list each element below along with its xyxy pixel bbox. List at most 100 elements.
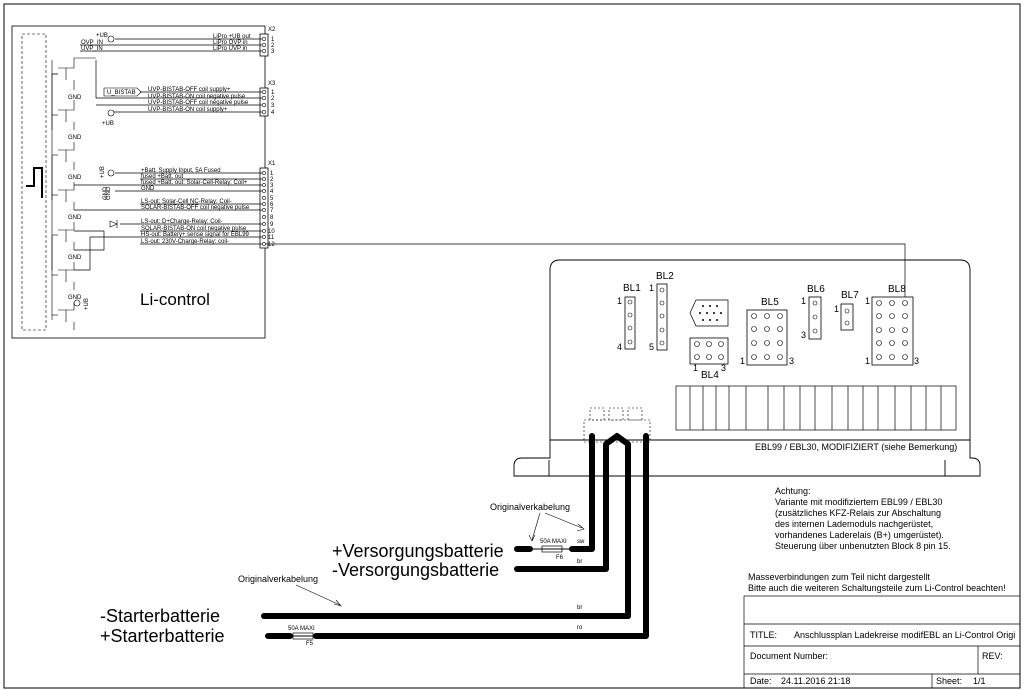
x1-pin-num: 6 — [270, 202, 274, 208]
ebl-caption: EBL99 / EBL30, MODIFIZIERT (siehe Bemerk… — [755, 442, 957, 452]
note-line-1: Achtung: — [775, 486, 811, 496]
fuse-f6-rating: 50A MAXI — [540, 539, 567, 545]
x3-ub-terminal — [107, 109, 115, 117]
x2-pins — [80, 36, 267, 54]
x2-signal-ovp: OVP_IN — [81, 40, 103, 46]
bl8-first: 1 — [865, 296, 870, 306]
licontrol-dashed-heatsink — [21, 33, 47, 331]
bl4-pins — [694, 341, 724, 360]
ebl-unit: EBL99 / EBL30, MODIFIZIERT (siehe Bemerk… — [513, 259, 981, 477]
sense-wire-to-bl8 — [266, 243, 906, 300]
x1-pin6-text: SOLAR-BISTAB-OFF coil negative pulse — [141, 205, 250, 211]
x1-pin4-text: GND — [141, 186, 155, 192]
gnd-label-3: GND — [68, 175, 82, 181]
gnd-label-1: GND — [68, 95, 82, 101]
label-versorgung-minus: -Versorgungsbatterie — [332, 560, 499, 580]
note-line-4: des internen Lademoduls nachgerüstet, — [775, 519, 933, 529]
ub-label-bottom: +UB — [84, 298, 90, 310]
gnd-label-2: GND — [68, 135, 82, 141]
x1-pin-num: 5 — [270, 196, 274, 202]
x3-label: X3 — [268, 81, 276, 87]
bl1-label: BL1 — [623, 283, 641, 294]
bl2-label: BL2 — [656, 271, 674, 282]
gnd-label-6: GND — [68, 295, 82, 301]
label-original-wiring-1: Originalverkabelung — [490, 502, 570, 512]
x1-connector — [259, 167, 269, 249]
x2-label: X2 — [268, 27, 276, 33]
bl2-last: 5 — [649, 342, 654, 352]
bl1-connector — [624, 296, 636, 350]
licontrol-module: GND GND GND GND GND GND GND +UB Li-contr… — [11, 25, 276, 339]
x1-pin3-text: fused +Batt. out: Solar-Cell-Relay: Coil… — [141, 180, 248, 186]
bl5-first: 1 — [740, 356, 745, 366]
bl6-connector — [808, 296, 822, 340]
bl1-last: 4 — [617, 342, 622, 352]
title-block: Masseverbindungen zum Teil nicht dargest… — [743, 572, 1021, 689]
x1-signal-ub: +UB — [100, 166, 106, 178]
gnd-label-7: GND — [103, 186, 109, 200]
date-label: Date: — [750, 676, 772, 686]
bl4-label: BL4 — [701, 370, 719, 381]
x3-pin1-text: UVP-BISTAB-OFF coil supply+ — [148, 87, 231, 93]
x3-pin2-text: UVP-BISTAB-ON coil negative pulse — [148, 94, 246, 100]
fuse-f6-name: F6 — [556, 555, 564, 561]
bl7-first: 1 — [834, 304, 839, 314]
bl4-last: 3 — [721, 363, 726, 373]
x2-ub-terminal — [107, 35, 115, 43]
x2-pin3-text: LiPro UVP in — [213, 46, 247, 52]
label-starter-plus: +Starterbatterie — [100, 626, 225, 646]
bl2-connector — [656, 283, 668, 351]
label-original-wiring-2: Originalverkabelung — [238, 574, 318, 584]
x3-signal-ubistab: U_BISTAB — [107, 90, 136, 96]
remark-ground: Masseverbindungen zum Teil nicht dargest… — [748, 572, 930, 582]
ebl-cable-terminals — [583, 407, 651, 443]
x1-pin-num: 11 — [268, 235, 275, 241]
x1-signal-gnd: GND — [106, 186, 112, 200]
x1-pin2-text: fused +Batt. out — [141, 174, 184, 180]
bl4-first: 1 — [693, 363, 698, 373]
cooling-fins — [675, 385, 957, 431]
ub-terminal-circle — [73, 299, 81, 307]
x2-pin2-text: LiPro OVP in — [213, 40, 248, 46]
date-value: 24.11.2016 21:18 — [781, 676, 850, 686]
x2-signal-uvp: UVP_IN — [81, 46, 103, 52]
cable-color-br2: br — [577, 605, 582, 611]
label-versorgung-plus: +Versorgungsbatterie — [332, 541, 504, 561]
x1-pin9-text: SOLAR-BISTAB-ON coil negative pulse — [141, 226, 247, 232]
bl5-connector — [746, 309, 788, 366]
bl5-label: BL5 — [761, 297, 779, 308]
x2-pin3-num: 3 — [271, 49, 275, 55]
bl8-connector — [871, 296, 914, 366]
x1-pin-num: 8 — [270, 215, 274, 221]
x1-label: X1 — [268, 161, 276, 167]
x1-ub-terminal — [107, 169, 115, 177]
note-line-2: Variante mit modifiziertem EBL99 / EBL30 — [775, 497, 942, 507]
bl6-last: 3 — [801, 330, 806, 340]
bl8-first-bottom: 1 — [865, 356, 870, 366]
socket-8pin — [689, 299, 729, 327]
x1-pin-num: 7 — [270, 208, 274, 214]
gnd-label-4: GND — [68, 215, 82, 221]
x1-pin8-text: LS-out: D+Charge-Relay: Coil- — [141, 219, 223, 225]
cable-versorgung-plus — [514, 433, 595, 552]
label-starter-minus: -Starterbatterie — [100, 606, 220, 626]
bracket-symbol — [26, 167, 43, 198]
ebl-housing — [549, 259, 971, 441]
gnd-label-5: GND — [68, 255, 82, 261]
bl7-connector — [840, 303, 854, 331]
x3-pin2-num: 2 — [271, 96, 275, 102]
note-line-6: Steuerung über unbenutzten Block 8 pin 1… — [775, 541, 951, 551]
bl1-pins — [627, 299, 633, 345]
x2-pin1-text: LiPro +UB out — [213, 34, 251, 40]
x3-pin4-text: UVP-BISTAB-ON coil supply+ — [148, 107, 228, 113]
x1-pin5-text: LS-out: Solar-Cell NC-Relay: Coil- — [141, 199, 232, 205]
cable-versorgung-minus — [514, 433, 631, 619]
fuse-f5-name: F5 — [306, 641, 314, 647]
title-label: TITLE: — [750, 630, 777, 640]
socket-8pin-dots — [699, 305, 722, 321]
x3-signal-ub: +UB — [102, 121, 114, 127]
x1-pin-num: 4 — [270, 189, 274, 195]
bl5-pins — [751, 313, 783, 360]
bl7-label: BL7 — [841, 290, 859, 301]
bl8-pins — [876, 300, 908, 360]
